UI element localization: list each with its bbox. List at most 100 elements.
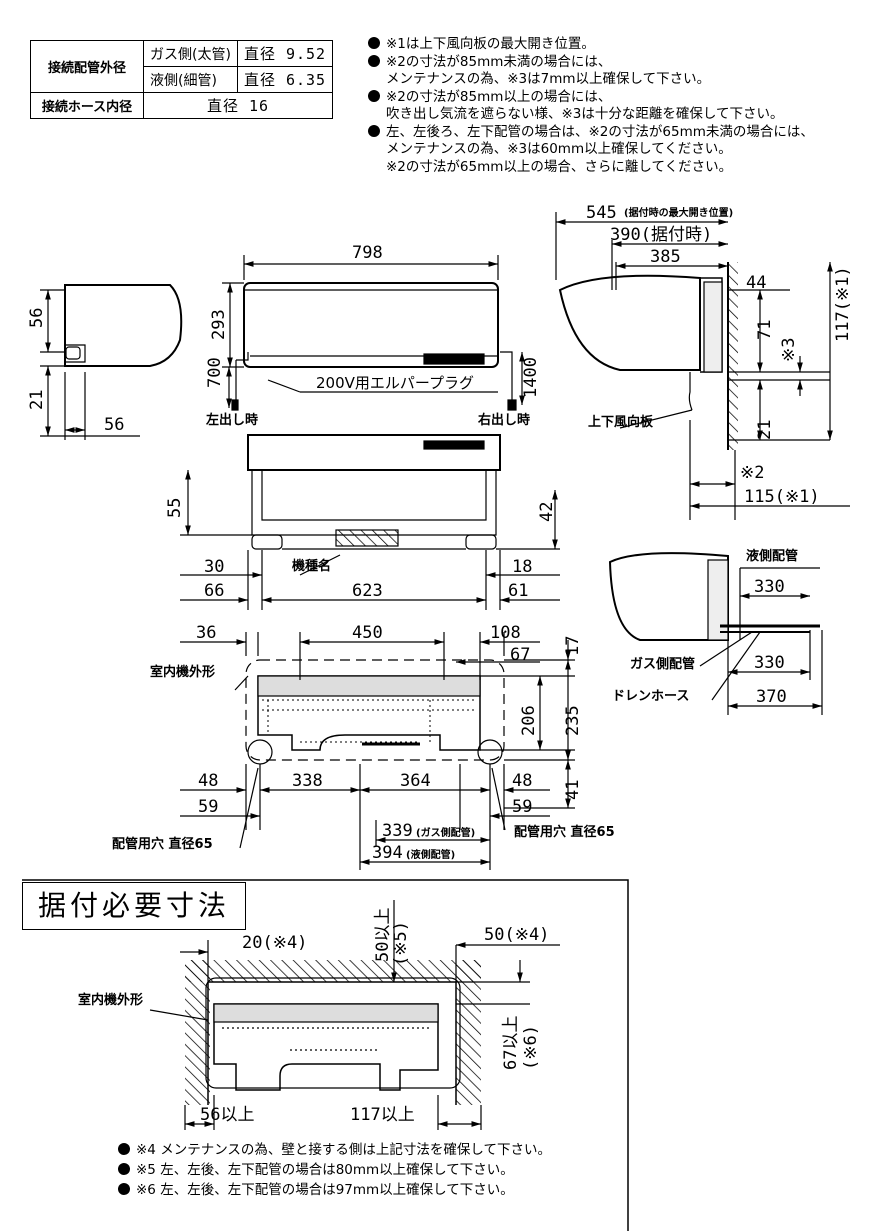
gas-side-label: ガス側(太管) [143,40,238,67]
req-dim-50: 50(※4) [484,925,549,945]
dim-2: ※2 [740,463,764,483]
dim-700: 700 [205,357,225,388]
left-out-label: 左出し時 [206,412,258,428]
pipe-spec-table: 接続配管外径 ガス側(太管) 直径 9.52 液側(細管) 直径 6.35 接続… [30,40,334,119]
dim-339: 339 [382,821,413,841]
front-view [222,255,525,411]
dim-293: 293 [209,309,229,340]
dim-338: 338 [292,771,323,791]
req-dim-50-top-note: (※5) [391,921,411,966]
dim-330-bottom: 330 [754,653,785,673]
bullet-icon [368,37,380,49]
install-requirement-title: 据付必要寸法 [22,882,246,930]
dim-394-note: (液側配管) [406,848,455,861]
side-view-left [40,284,183,440]
hole-right-label: 配管用穴 直径65 [514,824,615,840]
hole-left-label: 配管用穴 直径65 [112,836,213,852]
dim-370: 370 [756,687,787,707]
dim-450: 450 [352,623,383,643]
req-dim-67-note: (※6) [521,1025,541,1070]
dim-55: 55 [165,498,185,518]
note-line: 吹き出し気流を遮らない様、※3は十分な距離を確保して下さい。 [386,106,784,122]
dim-339-note: (ガス側配管) [416,826,475,839]
right-out-label: 右出し時 [477,412,530,428]
bottom-notes: ※4 メンテナンスの為、壁と接する側は上記寸法を確保して下さい。 ※5 左、左後… [118,1140,551,1200]
dim-545-note: (据付時の最大開き位置) [624,206,733,219]
plug-label: 200V用エルパープラグ [316,374,474,392]
dim-115: 115(※1) [744,487,820,507]
connect-pipe-label: 接続配管外径 [30,40,144,93]
bottom-note: ※5 左、左後、左下配管の場合は80mm以上確保して下さい。 [118,1160,551,1180]
dim-3: ※3 [779,338,799,362]
louver-label: 上下風向板 [588,414,654,430]
hose-value: 直径 16 [142,92,334,119]
dim-117-1: 117(※1) [833,266,853,342]
liquid-side-value: 直径 6.35 [236,66,334,93]
dim-71: 71 [755,320,775,340]
outline-label: 室内機外形 [150,664,215,680]
req-dim-117: 117以上 [350,1105,415,1125]
liquid-pipe-label: 液側配管 [746,548,798,564]
bottom-view [180,434,560,610]
dim-364: 364 [400,771,431,791]
dim-66: 66 [204,581,224,601]
bullet-icon [118,1163,130,1175]
dim-385: 385 [650,247,681,267]
note-line: ※2の寸法が65mm以上の場合、さらに離してください。 [386,158,733,175]
bottom-note: ※6 左、左後、左下配管の場合は97mm以上確保して下さい。 [118,1180,551,1200]
dim-390: 390(据付時) [610,225,712,245]
backplate-view [180,632,575,870]
dim-61: 61 [508,581,528,601]
dim-18: 18 [512,557,532,577]
note-line: ※2の寸法が85mm以上の場合には、 [368,89,814,107]
dim-36: 36 [196,623,216,643]
dim-48-left: 48 [198,771,218,791]
note-line: 左、左後ろ、左下配管の場合は、※2の寸法が65mm未満の場合には、 [368,124,814,142]
dim-41: 41 [563,780,583,800]
dim-67: 67 [510,645,530,665]
dim-394: 394 [372,843,403,863]
notes-block: ※1は上下風向板の最大開き位置。 ※2の寸法が85mm未満の場合には、 メンテナ… [368,36,814,176]
note-line: メンテナンスの為、※3は7mm以上確保して下さい。 [386,71,711,87]
side-view-right [555,212,850,520]
dim-48-right: 48 [512,771,532,791]
dim-206: 206 [519,705,539,736]
dim-42: 42 [537,502,557,522]
bullet-icon [118,1183,130,1195]
note-line: メンテナンスの為、※3は60mm以上確保してください。 [386,141,732,157]
dim-1400: 1400 [521,357,541,398]
req-dim-50-top: 50以上 [373,908,393,962]
drain-label: ドレンホース [612,689,689,704]
bullet-icon [118,1143,130,1155]
dim-17: 17 [563,636,583,656]
dim-56-left: 56 [27,308,47,328]
bullet-icon [368,124,380,137]
req-dim-67: 67以上 [501,1016,521,1070]
dim-798: 798 [352,243,383,263]
dim-235: 235 [563,705,583,736]
req-dim-56: 56以上 [200,1105,254,1125]
dim-545: 545 [586,203,617,223]
dim-44: 44 [746,273,766,293]
req-dim-20: 20(※4) [242,933,307,953]
liquid-side-label: 液側(細管) [143,66,238,93]
bullet-icon [368,54,380,67]
dim-30: 30 [204,557,224,577]
note-line: ※2の寸法が85mm未満の場合には、 [368,54,814,72]
note-line: ※1は上下風向板の最大開き位置。 [368,36,814,54]
dim-59-left: 59 [198,797,218,817]
gas-pipe-label: ガス側配管 [630,656,695,672]
install-frame [22,879,629,1231]
dim-108: 108 [490,623,521,643]
dim-56-bottom: 56 [104,415,124,435]
dim-21-right: 21 [755,420,775,440]
dim-21: 21 [27,390,47,410]
bottom-note: ※4 メンテナンスの為、壁と接する側は上記寸法を確保して下さい。 [118,1140,551,1160]
dim-623: 623 [352,581,383,601]
piping-view [608,552,823,715]
nameplate-label: 機種名 [292,558,331,574]
dim-59-right: 59 [512,797,532,817]
bullet-icon [368,89,380,102]
outline2-label: 室内機外形 [78,992,143,1008]
